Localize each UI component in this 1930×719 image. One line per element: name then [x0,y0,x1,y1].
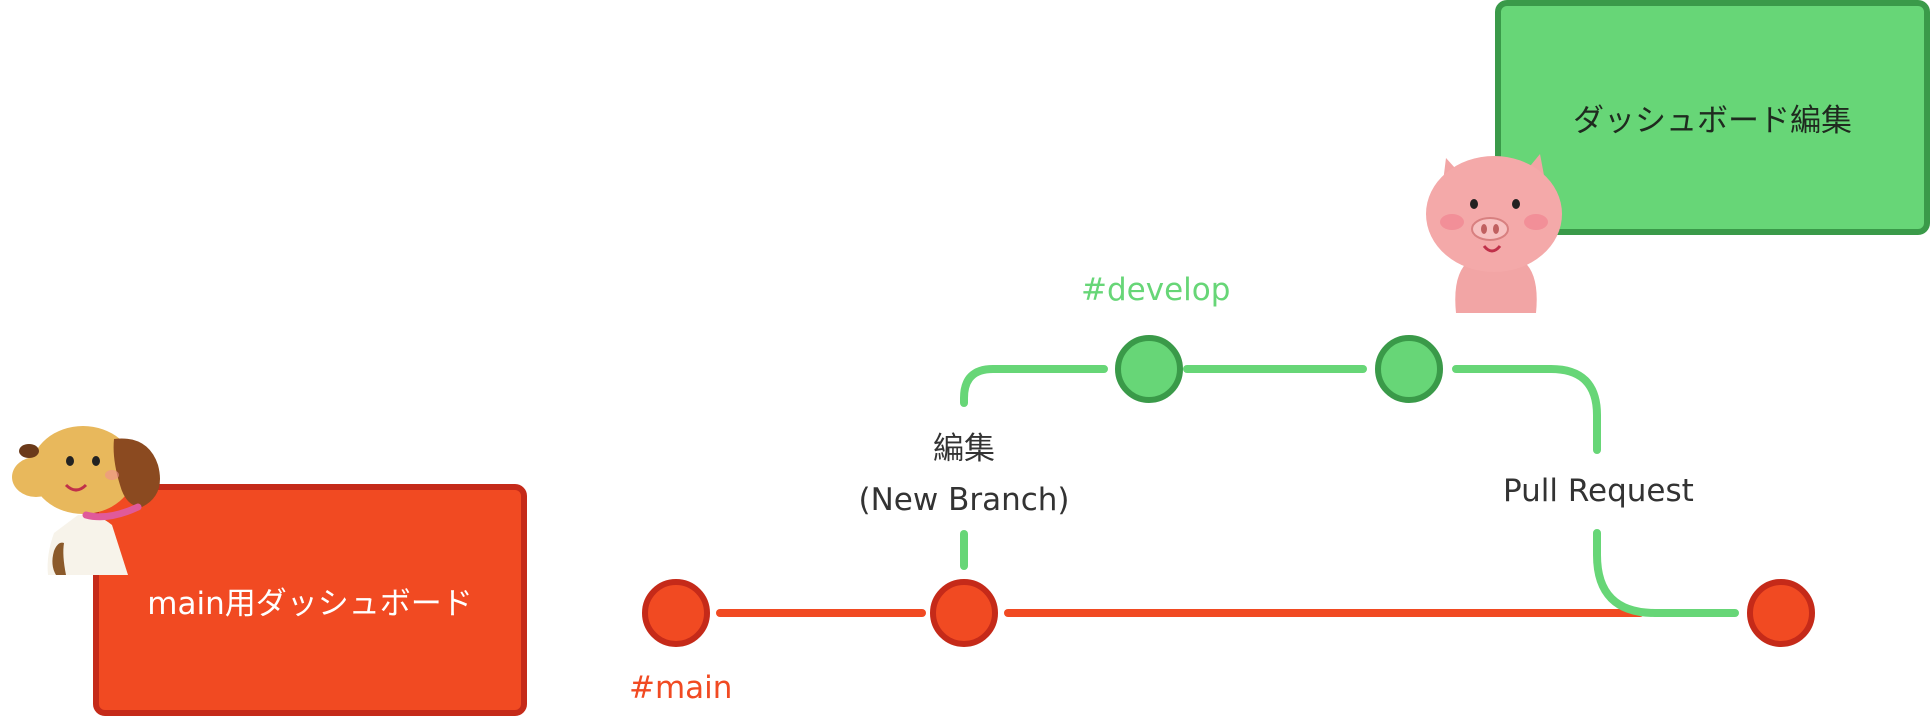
new-branch-label-line1: 編集 [933,431,995,467]
pig-illustration [1426,154,1562,313]
main-commit-1 [642,579,710,647]
develop-branch-label: #develop [1081,272,1231,308]
main-dashboard-label: main用ダッシュボード [147,585,473,622]
merge-line-lower [1593,529,1739,617]
merge-line-upper [1452,365,1601,454]
main-commit-3 [1747,579,1815,647]
develop-commit-2 [1375,335,1443,403]
new-branch-label-line2: (New Branch) [858,482,1070,518]
main-dashboard-box: main用ダッシュボード [93,484,527,716]
dog-illustration [12,426,160,575]
develop-commit-1 [1115,335,1183,403]
main-commit-2 [930,579,998,647]
pull-request-label: Pull Request [1503,473,1694,509]
develop-dashboard-label: ダッシュボード編集 [1573,103,1852,139]
branch-off-line-upper [960,365,1108,407]
main-branch-label: #main [629,670,733,706]
develop-dashboard-box: ダッシュボード編集 [1495,0,1930,235]
